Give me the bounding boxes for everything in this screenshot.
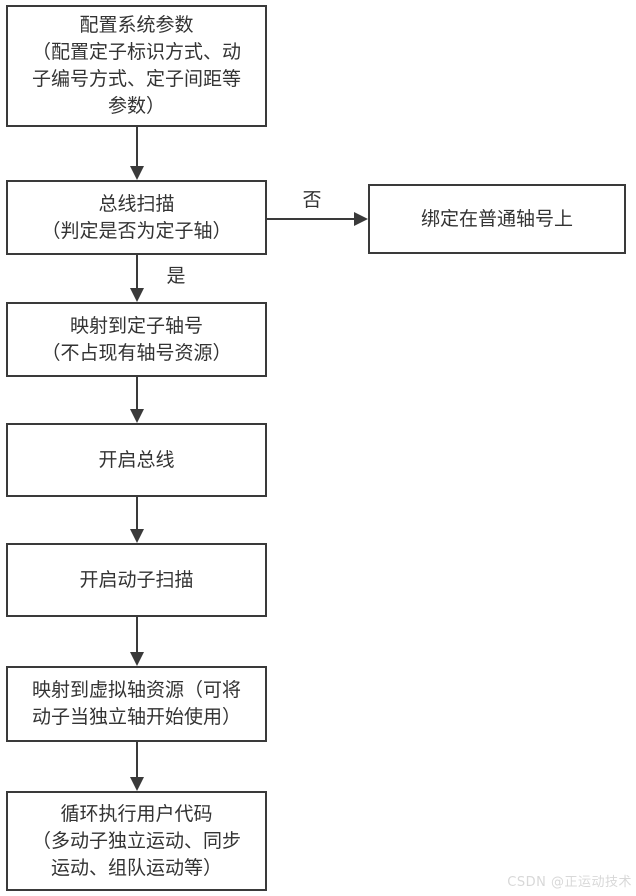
flow-node-label: 绑定在普通轴号上 bbox=[420, 207, 573, 230]
edge-label-yes: 是 bbox=[166, 265, 186, 287]
flow-node-map-stator-axis: 映射到定子轴号 （不占现有轴号资源） bbox=[6, 302, 267, 377]
arrow-line bbox=[136, 497, 138, 529]
arrow-down-icon bbox=[130, 288, 144, 302]
arrow-line bbox=[136, 742, 138, 777]
flow-node-loop-user-code: 循环执行用户代码 （多动子独立运动、同步 运动、组队运动等） bbox=[6, 791, 267, 891]
arrow-line bbox=[136, 377, 138, 409]
arrow-down-icon bbox=[130, 529, 144, 543]
flow-node-label: 开启动子扫描 bbox=[79, 568, 194, 591]
flow-node-map-virtual-axis: 映射到虚拟轴资源（可将 动子当独立轴开始使用） bbox=[6, 666, 267, 742]
arrow-right-icon bbox=[354, 212, 368, 226]
flow-node-bus-scan: 总线扫描 （判定是否为定子轴） bbox=[6, 180, 267, 255]
flow-node-label: 映射到虚拟轴资源（可将 动子当独立轴开始使用） bbox=[31, 679, 241, 728]
watermark: CSDN @正运动技术 bbox=[507, 875, 632, 890]
arrow-line bbox=[267, 218, 355, 220]
arrow-line bbox=[136, 126, 138, 166]
flow-node-configure-params: 配置系统参数 （配置定子标识方式、动 子编号方式、定子间距等 参数） bbox=[6, 5, 267, 127]
flow-node-open-mover-scan: 开启动子扫描 bbox=[6, 543, 267, 617]
arrow-line bbox=[136, 255, 138, 288]
flow-node-bind-normal-axis: 绑定在普通轴号上 bbox=[368, 184, 626, 254]
flow-node-label: 开启总线 bbox=[98, 448, 175, 471]
arrow-down-icon bbox=[130, 409, 144, 423]
arrow-line bbox=[136, 617, 138, 652]
flow-node-label: 配置系统参数 （配置定子标识方式、动 子编号方式、定子间距等 参数） bbox=[31, 14, 241, 117]
flow-node-label: 总线扫描 （判定是否为定子轴） bbox=[41, 192, 232, 242]
arrow-down-icon bbox=[130, 166, 144, 180]
flow-node-label: 循环执行用户代码 （多动子独立运动、同步 运动、组队运动等） bbox=[31, 802, 241, 879]
flow-node-open-bus: 开启总线 bbox=[6, 423, 267, 497]
edge-label-no: 否 bbox=[302, 189, 322, 211]
arrow-down-icon bbox=[130, 777, 144, 791]
arrow-down-icon bbox=[130, 652, 144, 666]
flow-node-label: 映射到定子轴号 （不占现有轴号资源） bbox=[41, 314, 232, 364]
